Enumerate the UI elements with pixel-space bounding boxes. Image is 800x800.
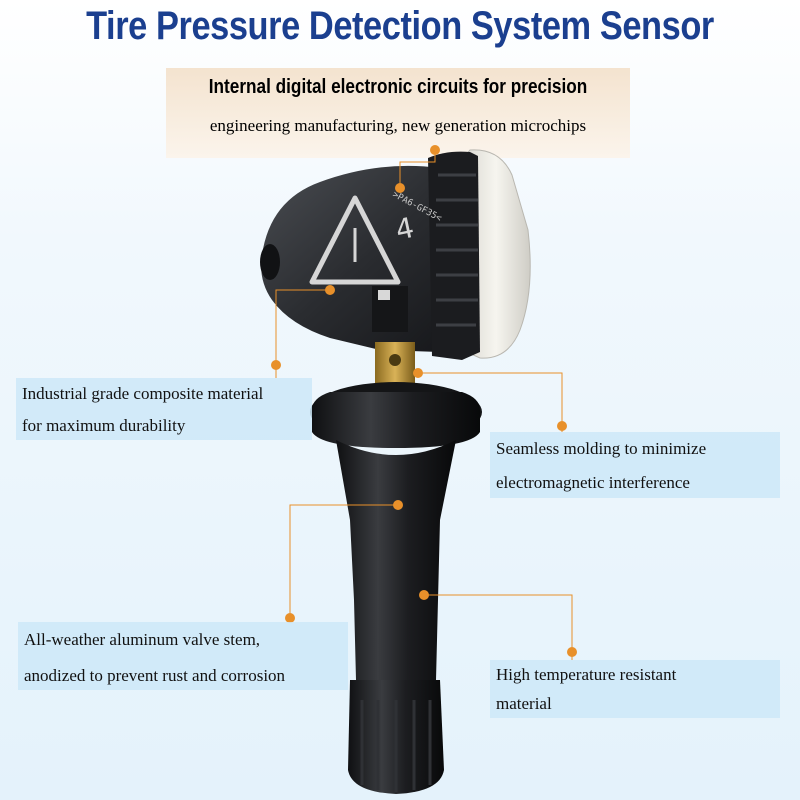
callout-temperature-line-2: material (496, 694, 552, 713)
warning-triangle-icon (309, 195, 401, 285)
callout-molding-line-1: Seamless molding to minimize (496, 439, 707, 458)
callout-high-temperature: High temperature resistant material (490, 660, 780, 718)
top-feature-line-2: engineering manufacturing, new generatio… (209, 116, 587, 135)
top-feature-line-1: Internal digital electronic circuits for… (208, 76, 588, 98)
callout-valve-stem: All-weather aluminum valve stem, anodize… (18, 622, 348, 690)
callout-molding-line-2: electromagnetic interference (496, 473, 690, 492)
callout-seamless-molding: Seamless molding to minimize electromagn… (490, 432, 780, 498)
callout-temperature-line-1: High temperature resistant (496, 665, 677, 684)
page-title: Tire Pressure Detection System Sensor (86, 4, 714, 48)
sensor-body: >PA6-GF35< 4 (260, 151, 480, 360)
callout-composite-material: Industrial grade composite material for … (16, 378, 312, 440)
valve-stem (310, 382, 482, 794)
leader-lines (275, 150, 573, 660)
leader-dots (271, 145, 577, 657)
callout-valve-line-2: anodized to prevent rust and corrosion (24, 666, 286, 685)
callout-composite-line-2: for maximum durability (22, 416, 186, 435)
brass-connector (375, 342, 415, 386)
callout-composite-line-1: Industrial grade composite material (22, 384, 264, 403)
top-feature-box: Internal digital electronic circuits for… (166, 68, 630, 158)
callout-valve-line-1: All-weather aluminum valve stem, (24, 630, 261, 649)
